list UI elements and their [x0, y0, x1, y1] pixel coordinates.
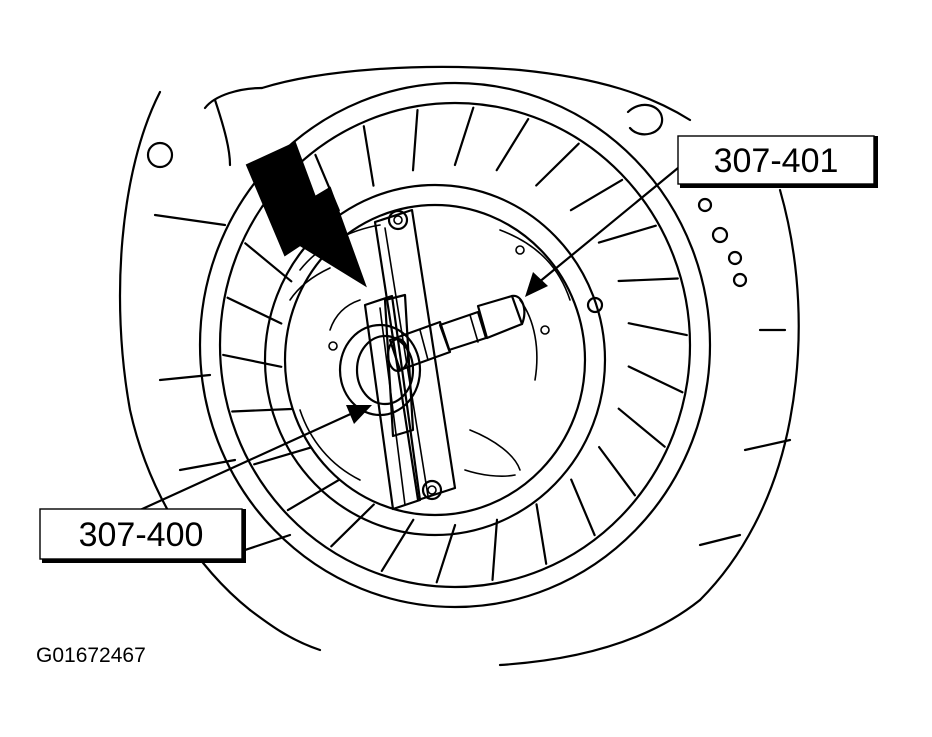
vane: [453, 106, 475, 167]
vane: [362, 125, 375, 187]
vane: [617, 407, 666, 448]
leader-lines: [138, 166, 680, 512]
vane: [535, 503, 548, 565]
dial-indicator-plunger: [386, 294, 526, 373]
gauge-block: [363, 293, 422, 511]
callout-307-401: 307-401: [677, 135, 878, 188]
vane: [226, 296, 283, 325]
vane: [627, 365, 684, 394]
vane: [286, 478, 341, 512]
vane: [495, 117, 530, 172]
vane: [569, 178, 624, 212]
vane: [231, 407, 293, 413]
vane: [597, 224, 657, 244]
vane: [222, 353, 283, 368]
vane: [253, 446, 313, 466]
vane: [380, 518, 415, 573]
vane: [617, 277, 679, 283]
callout-307-400: 307-400: [39, 508, 246, 563]
callout-label-307-401: 307-401: [714, 142, 839, 180]
vane: [244, 242, 293, 283]
vane: [570, 478, 596, 537]
vane: [627, 322, 688, 337]
vane: [597, 446, 637, 497]
callout-label-307-400: 307-400: [79, 516, 204, 554]
pump-body: [263, 183, 607, 537]
vane: [491, 518, 499, 582]
vane: [411, 108, 419, 172]
pump-housing-ring: [198, 81, 712, 609]
vane: [330, 503, 375, 548]
vane: [535, 142, 580, 187]
figure-id: G01672467: [36, 644, 146, 667]
direction-arrow: [245, 141, 367, 288]
